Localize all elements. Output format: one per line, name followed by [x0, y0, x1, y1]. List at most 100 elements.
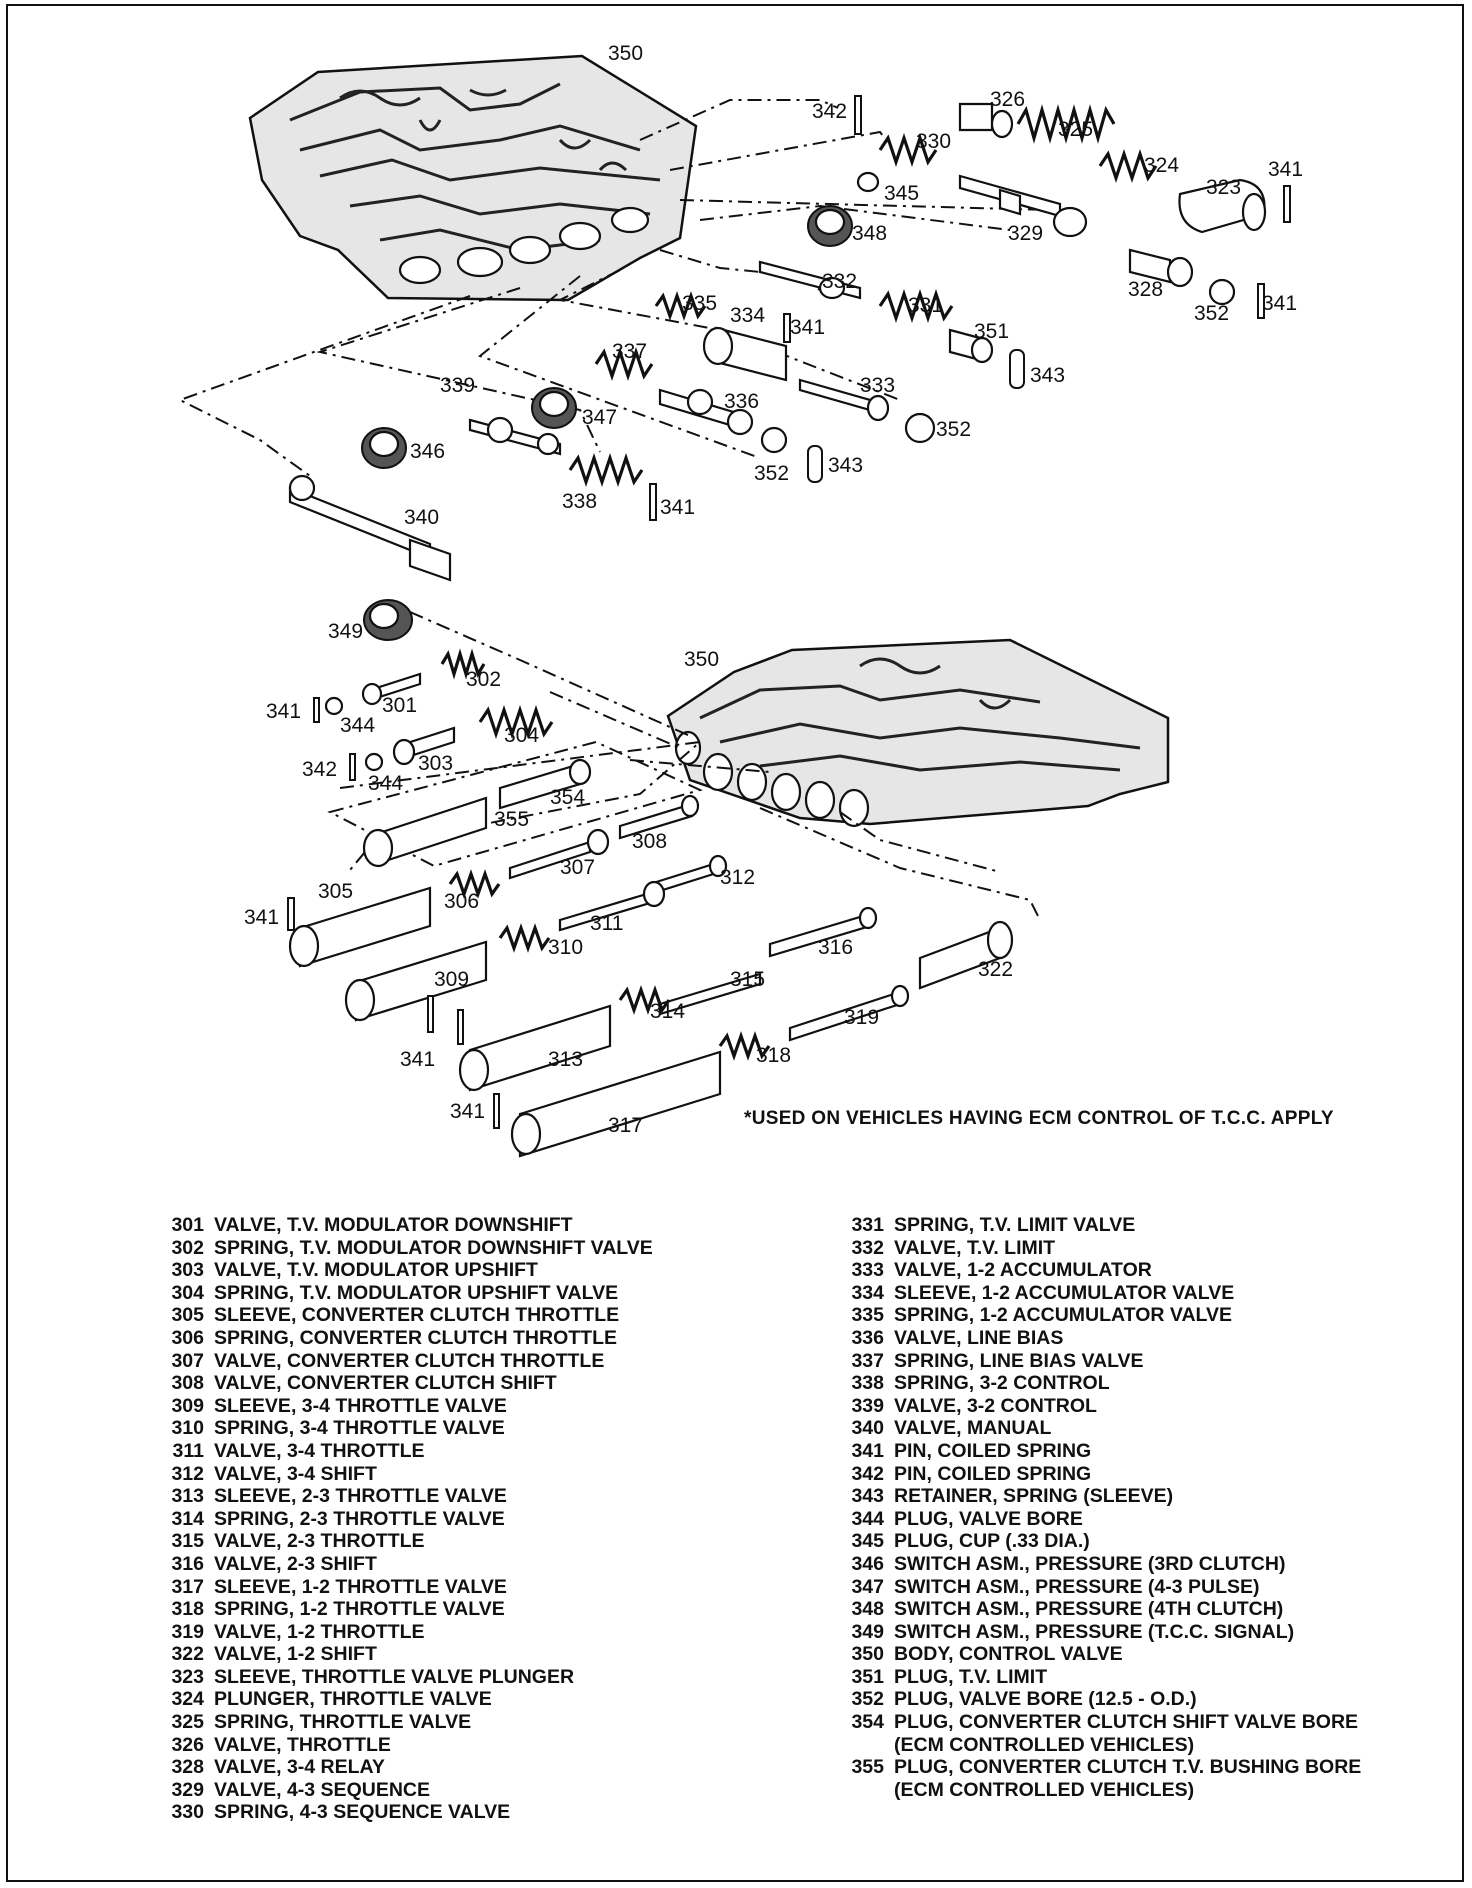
legend-part-number: 342: [851, 1462, 884, 1485]
callout-326: 326: [990, 88, 1025, 111]
legend-part-number: 345: [851, 1530, 884, 1553]
ecm-footnote: *USED ON VEHICLES HAVING ECM CONTROL OF …: [744, 1108, 1334, 1129]
callout-341: 341: [790, 316, 825, 339]
legend-part-number: 311: [172, 1439, 204, 1462]
callout-335: 335: [682, 292, 717, 315]
callout-301: 301: [382, 694, 417, 717]
legend-part-number: 328: [171, 1756, 204, 1779]
legend-part-description: PLUG, CONVERTER CLUTCH T.V. BUSHING BORE…: [894, 1756, 1362, 1801]
legend-row: 310 SPRING, 3-4 THROTTLE VALVE: [146, 1417, 706, 1440]
callout-341: 341: [266, 700, 301, 723]
callout-323: 323: [1206, 176, 1241, 199]
legend-part-description: SLEEVE, 3-4 THROTTLE VALVE: [214, 1394, 507, 1417]
legend-part-number: 319: [171, 1620, 204, 1643]
legend-part-description: SPRING, 1-2 ACCUMULATOR VALVE: [894, 1304, 1233, 1327]
callout-305: 305: [318, 880, 353, 903]
callout-341: 341: [660, 496, 695, 519]
legend-part-description: SPRING, 1-2 THROTTLE VALVE: [214, 1598, 505, 1621]
legend-row: 330 SPRING, 4-3 SEQUENCE VALVE: [146, 1801, 706, 1824]
legend-part-number: 350: [851, 1643, 884, 1666]
legend-row: 309 SLEEVE, 3-4 THROTTLE VALVE: [146, 1395, 706, 1418]
legend-part-number: 332: [851, 1236, 884, 1259]
callout-325: 325: [1058, 118, 1093, 141]
callout-341: 341: [1262, 292, 1297, 315]
legend-part-description: SPRING, 4-3 SEQUENCE VALVE: [214, 1801, 511, 1824]
legend-part-description: SPRING, T.V. MODULATOR DOWNSHIFT VALVE: [214, 1236, 653, 1259]
legend-part-number: 330: [171, 1801, 204, 1824]
lower-valve-body: [666, 638, 1170, 828]
legend-part-number: 354: [851, 1711, 884, 1734]
legend-part-description: VALVE, T.V. LIMIT: [894, 1236, 1056, 1259]
callout-316: 316: [818, 936, 853, 959]
legend-part-description: SPRING, 2-3 THROTTLE VALVE: [214, 1507, 505, 1530]
callout-341: 341: [450, 1100, 485, 1123]
legend-part-description: SPRING, 3-4 THROTTLE VALVE: [214, 1417, 505, 1440]
legend-part-description: VALVE, LINE BIAS: [894, 1326, 1064, 1349]
callout-352: 352: [754, 462, 789, 485]
legend-row: 335 SPRING, 1-2 ACCUMULATOR VALVE: [826, 1304, 1386, 1327]
legend-part-number: 346: [851, 1552, 884, 1575]
legend-part-description: VALVE, 1-2 SHIFT: [214, 1643, 377, 1666]
callout-354: 354: [550, 786, 585, 809]
legend-part-description: SPRING, THROTTLE VALVE: [214, 1711, 472, 1734]
legend-part-number: 326: [171, 1733, 204, 1756]
legend-part-description: SPRING, T.V. MODULATOR UPSHIFT VALVE: [214, 1281, 619, 1304]
legend-part-number: 302: [171, 1236, 204, 1259]
callout-344: 344: [340, 714, 375, 737]
legend-part-description: SLEEVE, THROTTLE VALVE PLUNGER: [214, 1665, 575, 1688]
legend-part-description: VALVE, 1-2 ACCUMULATOR: [894, 1259, 1152, 1282]
callout-352: 352: [1194, 302, 1229, 325]
legend-part-number: 315: [171, 1530, 204, 1553]
legend-part-number: 308: [171, 1372, 204, 1395]
legend-part-number: 309: [171, 1394, 204, 1417]
legend-part-number: 352: [851, 1688, 884, 1711]
callout-labels: 350 342 326 325 330 324 341 323 345 348 …: [244, 42, 1303, 1137]
lower-parts: [287, 599, 1014, 1158]
callout-341: 341: [400, 1048, 435, 1071]
legend-row: 322 VALVE, 1-2 SHIFT: [146, 1643, 706, 1666]
callout-350: 350: [608, 42, 643, 65]
callout-315: 315: [730, 968, 765, 991]
legend-part-number: 322: [171, 1643, 204, 1666]
legend-part-number: 335: [851, 1304, 884, 1327]
callout-334: 334: [730, 304, 765, 327]
legend-part-description: PIN, COILED SPRING: [894, 1439, 1092, 1462]
legend-part-description: SWITCH ASM., PRESSURE (4TH CLUTCH): [894, 1598, 1284, 1621]
legend-part-number: 349: [851, 1620, 884, 1643]
callout-347: 347: [582, 406, 617, 429]
page-frame: [6, 4, 1464, 1882]
legend-part-description: VALVE, 2-3 SHIFT: [214, 1552, 377, 1575]
legend-part-number: 312: [171, 1462, 204, 1485]
legend-part-description: SLEEVE, 2-3 THROTTLE VALVE: [214, 1485, 507, 1508]
callout-349: 349: [328, 620, 363, 643]
callout-307: 307: [560, 856, 595, 879]
legend-row: 323 SLEEVE, THROTTLE VALVE PLUNGER: [146, 1666, 706, 1689]
legend-part-number: 343: [851, 1485, 884, 1508]
legend-part-number: 351: [851, 1665, 884, 1688]
legend-part-description: SPRING, CONVERTER CLUTCH THROTTLE: [214, 1326, 617, 1349]
legend-part-description: SPRING, LINE BIAS VALVE: [894, 1349, 1144, 1372]
legend-part-number: 310: [171, 1417, 204, 1440]
legend-part-number: 323: [171, 1665, 204, 1688]
legend-part-number: 324: [171, 1688, 204, 1711]
legend-part-description: SLEEVE, 1-2 ACCUMULATOR VALVE: [894, 1281, 1235, 1304]
legend-part-description: PLUG, VALVE BORE: [894, 1507, 1083, 1530]
